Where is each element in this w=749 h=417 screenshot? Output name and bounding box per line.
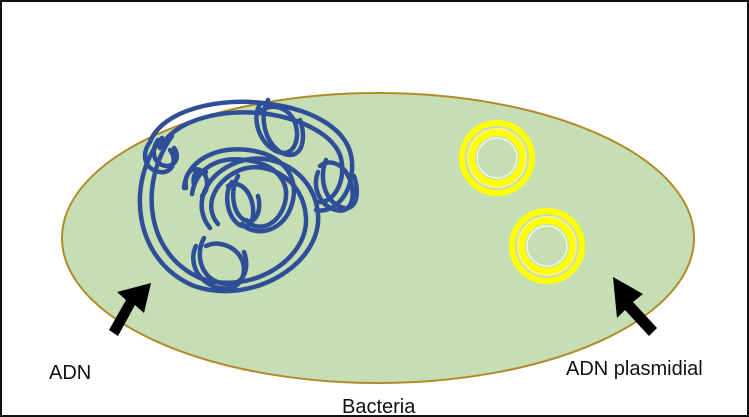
label-plasmid-dna: ADN plasmidial	[566, 358, 703, 380]
label-chromosomal-dna: ADN	[49, 362, 91, 384]
label-bacteria: Bacteria	[342, 396, 416, 417]
bacterial-cell	[62, 93, 694, 383]
